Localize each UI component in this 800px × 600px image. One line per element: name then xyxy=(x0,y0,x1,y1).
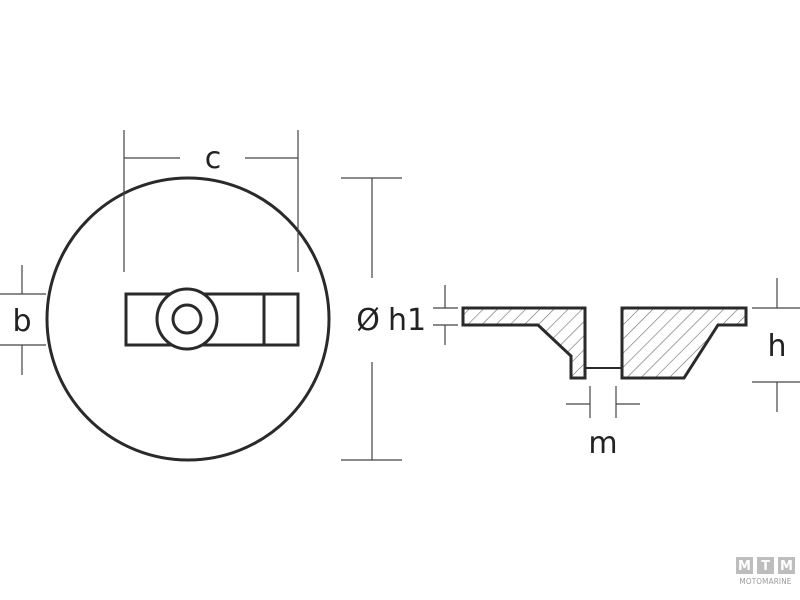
dimension-m xyxy=(566,386,640,418)
dimension-h1 xyxy=(433,285,458,345)
dimension-h-label: h xyxy=(767,329,786,364)
dimension-c-label: c xyxy=(205,141,222,176)
dimension-c xyxy=(123,130,299,272)
logo-letter-2: T xyxy=(761,559,770,574)
section-left-part xyxy=(461,306,587,380)
motomarine-logo: M T M MOTOMARINE xyxy=(736,557,795,586)
dimension-h1-label: h1 xyxy=(388,303,426,338)
logo-letter-3: M xyxy=(780,559,793,574)
dimension-h xyxy=(752,278,800,412)
top-view xyxy=(45,176,331,462)
dimension-diameter-label: Ø xyxy=(356,303,380,338)
logo-subtitle: MOTOMARINE xyxy=(739,577,791,586)
logo-letter-1: M xyxy=(738,559,751,574)
side-section xyxy=(461,306,748,380)
anode-disc-outline xyxy=(45,176,331,462)
dimension-b xyxy=(0,265,46,375)
dimension-m-label: m xyxy=(588,426,617,461)
dimension-diameter xyxy=(341,177,402,461)
mounting-hole-boss xyxy=(155,287,219,351)
dimension-b-label: b xyxy=(12,304,31,339)
mounting-bar xyxy=(124,292,300,347)
mounting-hole xyxy=(171,303,203,335)
section-right-part xyxy=(620,306,748,380)
